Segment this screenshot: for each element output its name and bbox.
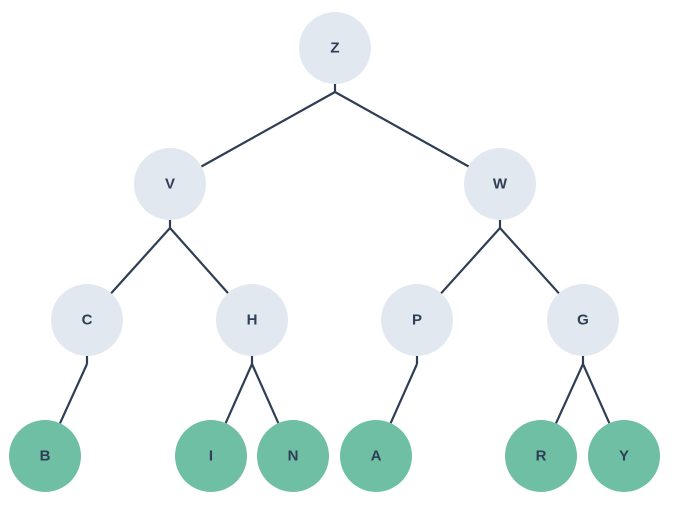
node-label-b: B <box>40 448 51 465</box>
nodes-layer: Z V W C H P G B I N A R Y <box>9 12 660 492</box>
node-circle-z <box>299 12 371 84</box>
edge-g-y <box>581 363 611 424</box>
edge-v-h <box>169 227 229 294</box>
node-circle-c <box>51 284 123 356</box>
node-label-y: Y <box>619 448 629 465</box>
edge-w-g <box>499 227 560 295</box>
node-circle-p <box>381 284 453 356</box>
edges-layer <box>58 84 611 424</box>
node-label-n: N <box>288 448 299 465</box>
node-circle-v <box>134 148 206 220</box>
node-label-w: W <box>493 176 508 193</box>
node-circle-r <box>505 420 577 492</box>
node-p: P <box>381 284 453 356</box>
node-y: Y <box>588 420 660 492</box>
node-label-z: Z <box>330 40 339 57</box>
node-c: C <box>51 284 123 356</box>
node-w: W <box>464 148 536 220</box>
node-label-r: R <box>536 448 547 465</box>
node-circle-n <box>257 420 329 492</box>
node-n: N <box>257 420 329 492</box>
node-circle-b <box>9 420 81 492</box>
node-a: A <box>340 420 412 492</box>
node-v: V <box>134 148 206 220</box>
node-label-c: C <box>82 312 93 329</box>
node-label-h: H <box>247 312 258 329</box>
node-circle-y <box>588 420 660 492</box>
node-circle-h <box>216 284 288 356</box>
node-circle-a <box>340 420 412 492</box>
node-label-p: P <box>412 312 422 329</box>
edge-g-r <box>554 363 585 424</box>
edge-h-i <box>224 363 254 424</box>
node-label-g: G <box>577 312 589 329</box>
edge-z-w <box>334 91 470 168</box>
node-circle-g <box>547 284 619 356</box>
edge-v-c <box>110 227 171 295</box>
node-z: Z <box>299 12 371 84</box>
edge-c-b <box>58 363 89 424</box>
edge-h-n <box>250 363 280 424</box>
edge-p-a <box>389 363 419 424</box>
edge-z-v <box>200 91 336 168</box>
node-b: B <box>9 420 81 492</box>
node-h: H <box>216 284 288 356</box>
node-circle-w <box>464 148 536 220</box>
edge-w-p <box>440 227 501 295</box>
node-circle-i <box>175 420 247 492</box>
node-g: G <box>547 284 619 356</box>
node-label-i: I <box>209 448 213 465</box>
node-r: R <box>505 420 577 492</box>
node-label-a: A <box>371 448 382 465</box>
node-label-v: V <box>165 176 175 193</box>
node-i: I <box>175 420 247 492</box>
